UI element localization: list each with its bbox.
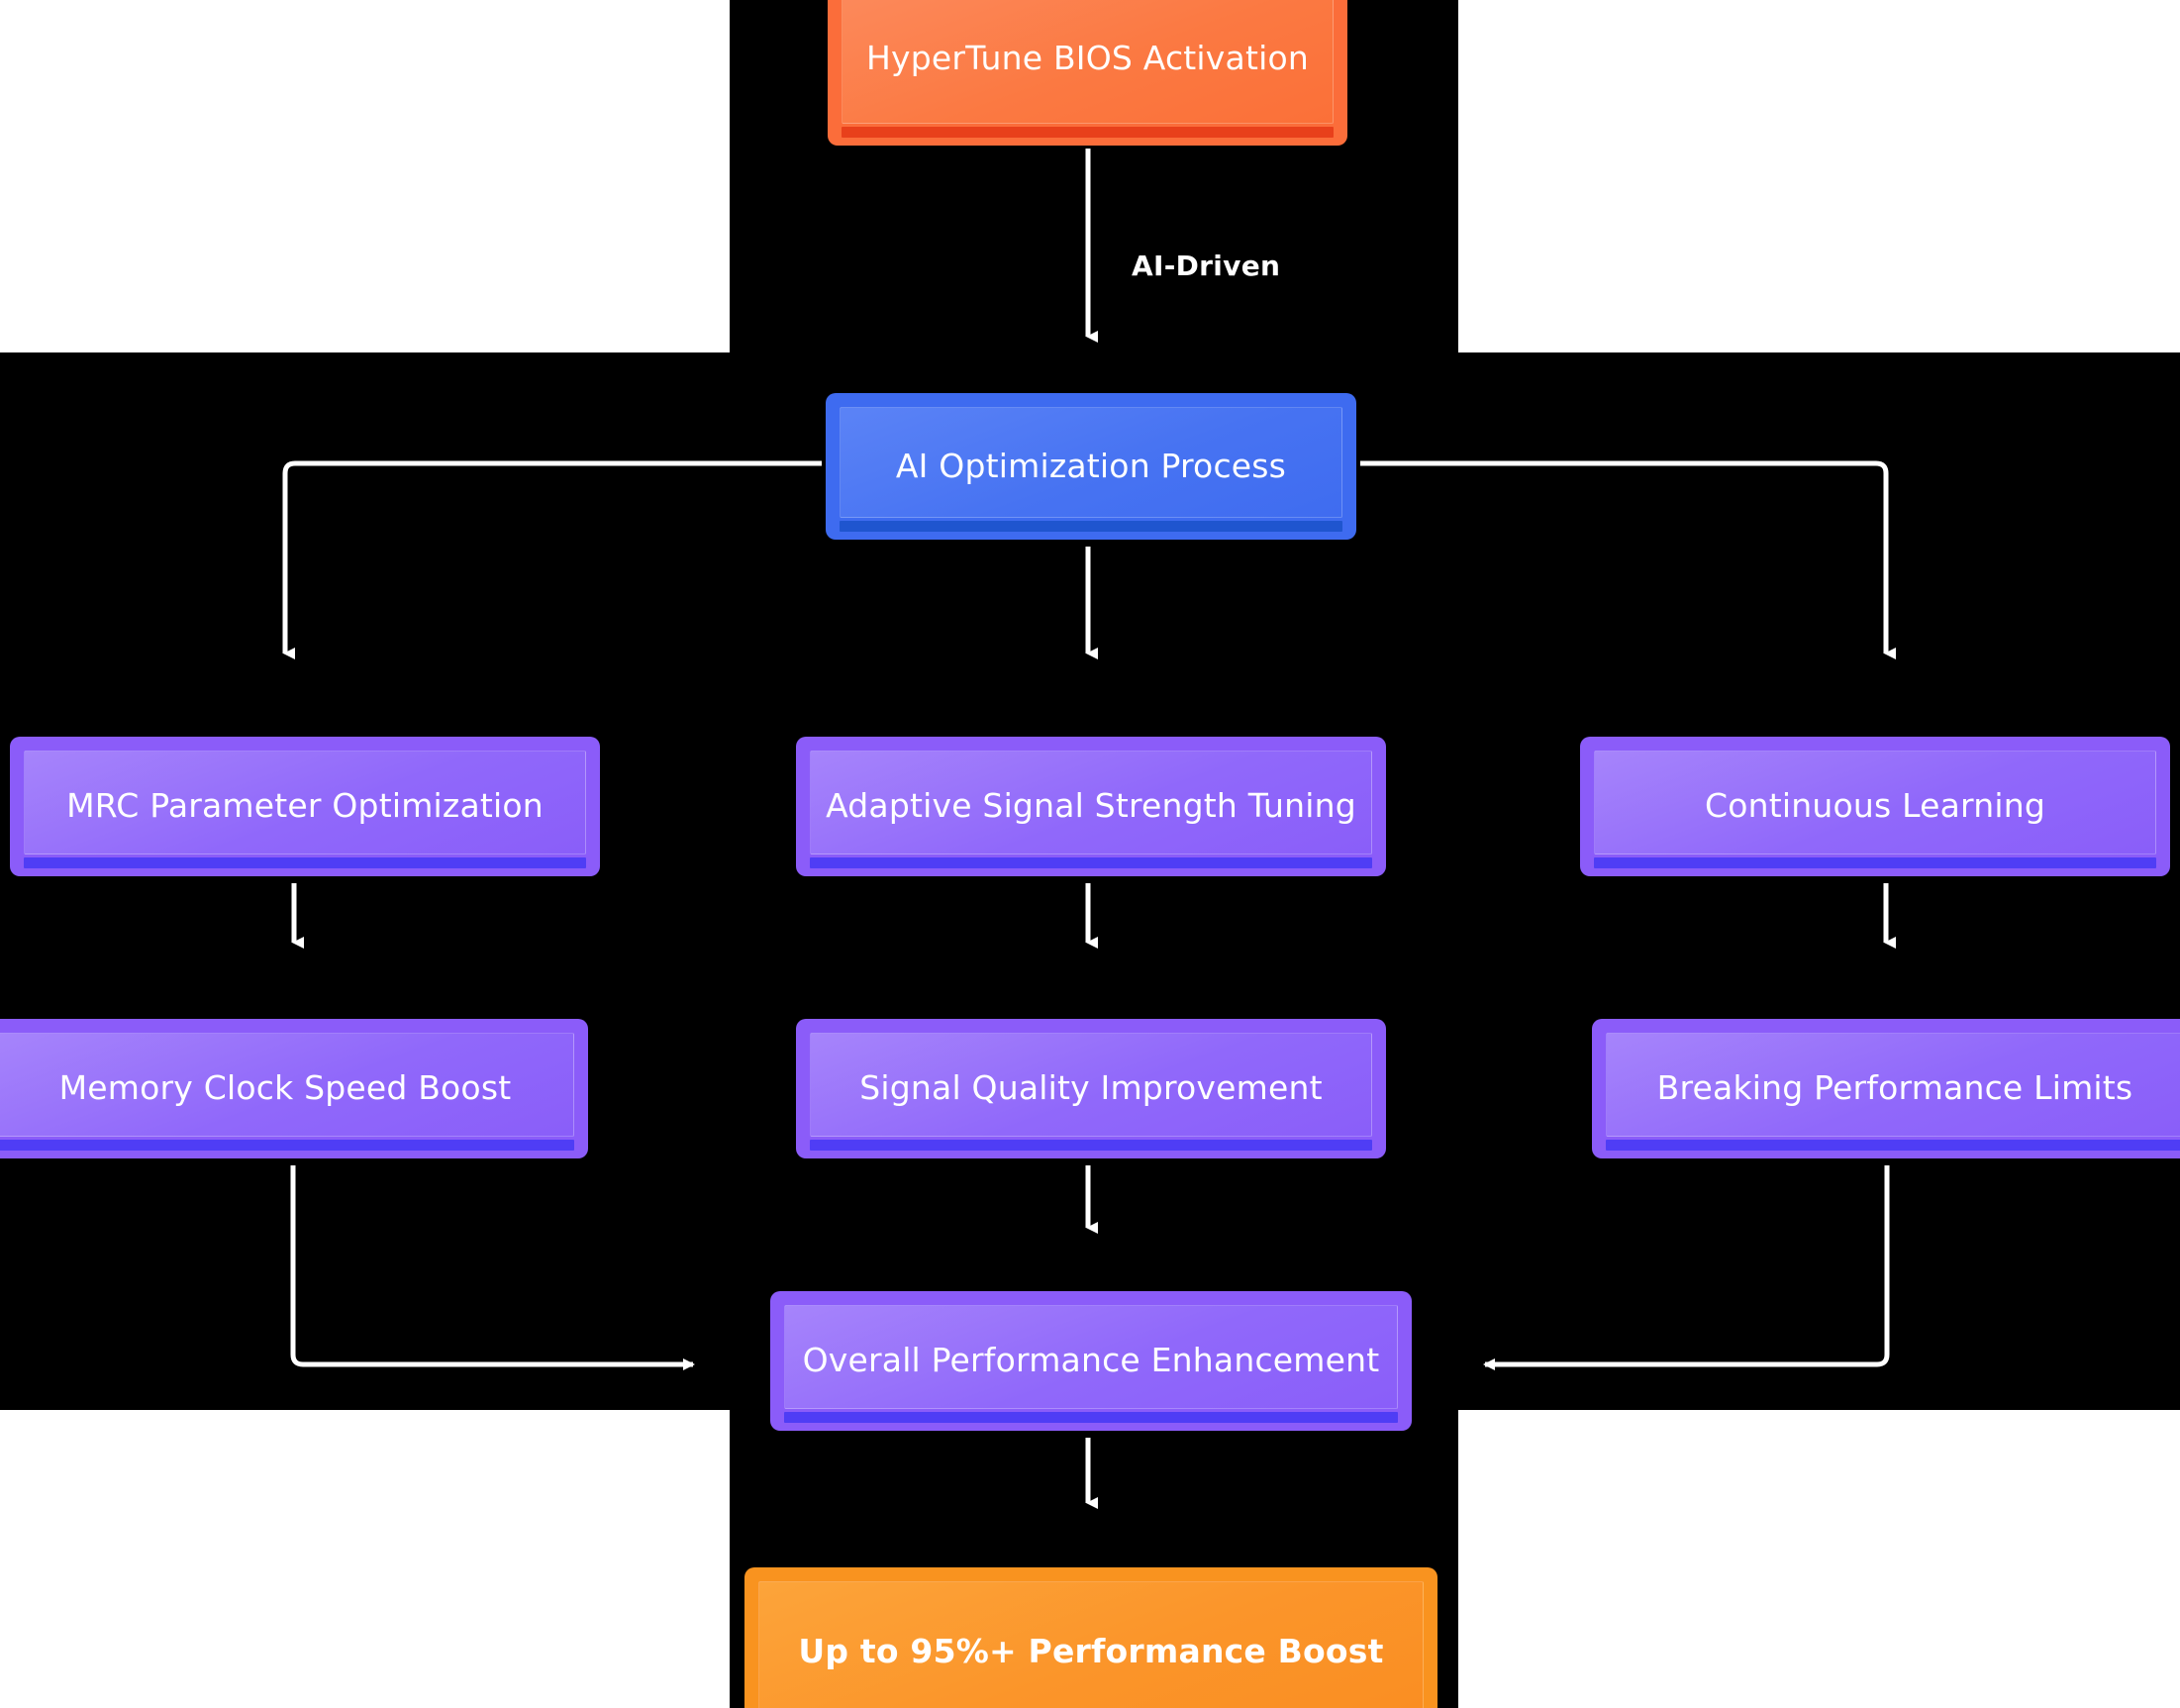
- node-surface: [758, 1581, 1424, 1708]
- node-label: Adaptive Signal Strength Tuning: [826, 786, 1356, 826]
- node-accent-bar: [784, 1412, 1398, 1423]
- node-label: Overall Performance Enhancement: [802, 1341, 1380, 1380]
- node-ai-optimization-process[interactable]: AI Optimization Process: [826, 393, 1356, 540]
- node-surface: [1594, 751, 2156, 854]
- node-accent-bar: [840, 521, 1342, 532]
- node-label: Memory Clock Speed Boost: [58, 1068, 512, 1108]
- node-breaking-performance-limits[interactable]: Breaking Performance Limits: [1592, 1019, 2180, 1158]
- node-hypertune-bios-activation[interactable]: HyperTune BIOS Activation: [828, 0, 1347, 146]
- node-surface: [810, 1033, 1372, 1137]
- node-adaptive-signal-strength-tuning[interactable]: Adaptive Signal Strength Tuning: [796, 737, 1386, 876]
- node-signal-quality-improvement[interactable]: Signal Quality Improvement: [796, 1019, 1386, 1158]
- node-label: Up to 95%+ Performance Boost: [798, 1631, 1384, 1670]
- node-accent-bar: [0, 1140, 574, 1151]
- node-accent-bar: [1606, 1140, 2180, 1151]
- node-mrc-parameter-optimization[interactable]: MRC Parameter Optimization: [10, 737, 600, 876]
- node-label: HyperTune BIOS Activation: [866, 39, 1309, 78]
- node-label: Continuous Learning: [1705, 786, 2045, 826]
- node-surface: [842, 0, 1334, 124]
- node-accent-bar: [842, 127, 1334, 138]
- node-label: Signal Quality Improvement: [859, 1068, 1323, 1108]
- node-accent-bar: [810, 857, 1372, 868]
- node-performance-boost-result[interactable]: Up to 95%+ Performance Boost: [744, 1567, 1437, 1708]
- node-surface: [1606, 1033, 2180, 1137]
- node-accent-bar: [24, 857, 586, 868]
- node-label: MRC Parameter Optimization: [66, 786, 544, 826]
- node-overall-performance-enhancement[interactable]: Overall Performance Enhancement: [770, 1291, 1412, 1431]
- node-continuous-learning[interactable]: Continuous Learning: [1580, 737, 2170, 876]
- node-memory-clock-speed-boost[interactable]: Memory Clock Speed Boost: [0, 1019, 588, 1158]
- node-accent-bar: [1594, 857, 2156, 868]
- node-label: Breaking Performance Limits: [1656, 1068, 2133, 1108]
- edge-label-ai-driven: AI-Driven: [1132, 250, 1281, 282]
- node-surface: [784, 1305, 1398, 1409]
- node-surface: [810, 751, 1372, 854]
- node-accent-bar: [810, 1140, 1372, 1151]
- node-surface: [24, 751, 586, 854]
- node-label: AI Optimization Process: [895, 446, 1287, 485]
- node-surface: [840, 407, 1342, 518]
- node-surface: [0, 1033, 574, 1137]
